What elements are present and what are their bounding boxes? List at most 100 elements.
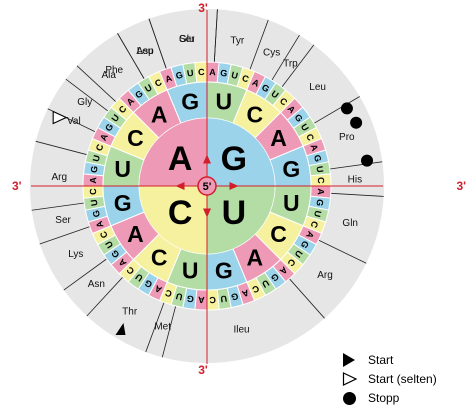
ring2-letter: C xyxy=(246,101,263,127)
ring3-letter: C xyxy=(198,67,205,77)
amino-acid-separator xyxy=(329,161,383,170)
ring3-letter: A xyxy=(197,295,204,305)
ring3-letter: G xyxy=(186,293,194,304)
ring2-letter: A xyxy=(270,125,287,151)
amino-acid-label: Cys xyxy=(263,47,280,58)
center-hub xyxy=(197,176,217,196)
axis-label-left: 3' xyxy=(12,179,22,193)
amino-acid-label: Leu xyxy=(137,46,154,57)
amino-acid-label: Met xyxy=(154,322,171,333)
ring2-letter: A xyxy=(127,221,144,247)
amino-acid-separator xyxy=(145,302,165,353)
ring3-letter: G xyxy=(299,239,311,250)
amino-acid-label: Tyr xyxy=(230,36,245,47)
ring3-letter: U xyxy=(314,165,325,173)
amino-acid-separator xyxy=(35,140,88,156)
amino-acid-separator xyxy=(161,305,177,358)
amino-acid-label: Gln xyxy=(342,218,358,229)
axis-label-top: 3' xyxy=(198,1,208,15)
ring3-letter: C xyxy=(94,142,106,152)
ring2-letter: G xyxy=(114,190,132,216)
ring3-letter: A xyxy=(153,283,164,295)
legend: Start Start (selten) Stopp xyxy=(342,350,472,407)
ring3-letter: C xyxy=(124,264,136,276)
ring3-letter: G xyxy=(109,248,121,260)
ring2-letter: U xyxy=(114,156,131,182)
ring3-letter: U xyxy=(260,278,271,290)
axis-arrowhead xyxy=(203,208,211,218)
ring2-letter: G xyxy=(282,156,300,182)
amino-acid-separator xyxy=(281,44,315,88)
legend-start: Start xyxy=(342,350,472,369)
ring3-letter: G xyxy=(314,199,325,207)
ring3-letter: U xyxy=(220,293,228,304)
ring3-letter: G xyxy=(91,209,102,218)
center-label: 5' xyxy=(203,181,212,193)
legend-stop-label: Stopp xyxy=(368,390,400,405)
ring3-letter: A xyxy=(209,67,216,77)
axis-arrowhead xyxy=(203,154,211,164)
ring3-letter: C xyxy=(241,73,251,85)
ring3-letter: C xyxy=(316,177,326,184)
amino-acid-separator xyxy=(318,239,367,264)
amino-acid-label: Ser xyxy=(179,34,195,45)
legend-start-label: Start xyxy=(368,352,394,367)
ring3-letter: U xyxy=(109,113,121,124)
ring2-letter: G xyxy=(181,89,199,115)
amino-acid-separator xyxy=(313,96,360,124)
amino-acid-label: Ala xyxy=(101,70,116,81)
amino-acid-label: Phe xyxy=(105,65,123,76)
ring2-letter: A xyxy=(246,245,263,271)
ring3-letter: G xyxy=(260,82,271,94)
ring3-letter: U xyxy=(230,70,239,81)
amino-acid-label: Asp xyxy=(136,46,154,57)
ring3-letter: A xyxy=(116,256,128,268)
amino-acid-separator xyxy=(117,33,145,80)
ring3-letter: G xyxy=(133,88,145,100)
stop-codon-marker xyxy=(350,116,363,129)
ring3-letter: U xyxy=(134,272,145,284)
amino-acid-separator xyxy=(289,278,325,319)
ring3-letter: U xyxy=(299,122,311,133)
ring3-letter: G xyxy=(175,70,184,81)
solid-triangle-icon xyxy=(342,352,360,367)
axis-label-bottom: 3' xyxy=(198,363,208,377)
amino-acid-label: Val xyxy=(67,116,81,127)
amino-acid-separator xyxy=(31,202,85,211)
ring2-letter: U xyxy=(283,190,300,216)
amino-acid-label: Arg xyxy=(51,172,67,183)
amino-acid-separator xyxy=(249,19,269,70)
ring1-letter: U xyxy=(222,194,247,232)
axis-lines xyxy=(31,10,383,364)
open-triangle-icon xyxy=(342,371,360,386)
amino-acid-label: Gly xyxy=(77,97,92,108)
ring3-letter: C xyxy=(304,132,316,143)
amino-acid-separator xyxy=(63,258,107,291)
ring3-letter: G xyxy=(230,291,239,302)
legend-start-rare: Start (selten) xyxy=(342,369,472,388)
ring1-segment xyxy=(138,117,208,187)
start-codon-marker xyxy=(115,323,126,336)
ring3-letter: A xyxy=(286,104,298,116)
ring1-segment xyxy=(138,185,208,255)
ring3-letter: C xyxy=(209,295,216,305)
amino-acid-separator xyxy=(86,276,124,317)
ring3-letter: U xyxy=(103,239,115,250)
amino-acid-separator xyxy=(271,34,300,81)
ring3-letter: U xyxy=(186,68,194,79)
amino-acid-separator xyxy=(330,192,384,197)
ring3-letter: A xyxy=(251,77,262,89)
amino-acid-separator xyxy=(213,9,218,63)
amino-acid-label: Glu xyxy=(179,34,195,45)
ring3-letter: C xyxy=(278,96,290,108)
axis-label-right: 3' xyxy=(456,179,466,193)
axis-arrowhead xyxy=(175,182,185,190)
amino-acid-label: Pro xyxy=(339,132,355,143)
ring1-segment xyxy=(206,185,276,255)
ring3-letter: U xyxy=(91,154,102,163)
ring2-letter: A xyxy=(151,101,168,127)
ring3-letter: C xyxy=(88,188,98,195)
ring3-letter: A xyxy=(164,73,174,85)
ring2-letter: U xyxy=(182,257,199,283)
